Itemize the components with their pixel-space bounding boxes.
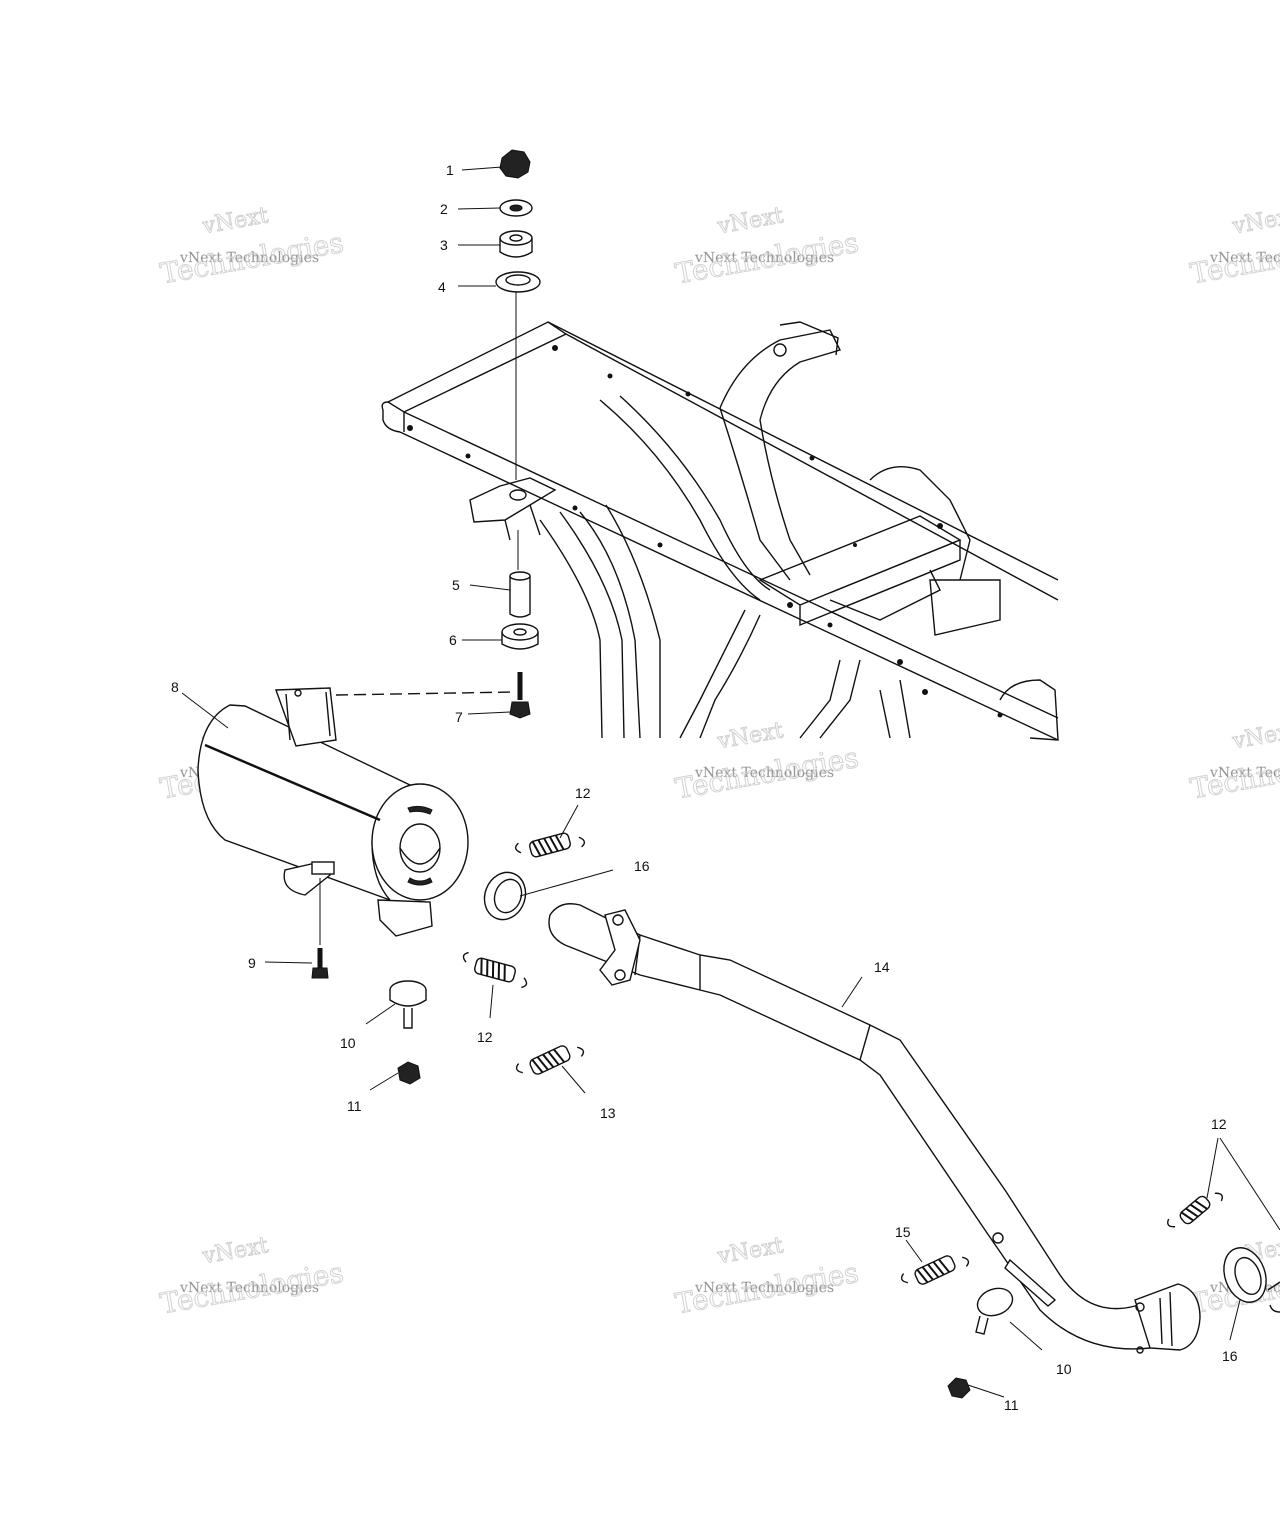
watermark-text: vNext Technologies [694, 250, 834, 266]
watermark-technologies: Technologies [673, 226, 861, 291]
gasket-part-16-right [1223, 1247, 1280, 1313]
watermark-technologies: Technologies [673, 1256, 861, 1321]
watermark-vnext: vNext [200, 1233, 270, 1269]
callout-3: 3 [440, 237, 448, 253]
watermark-text: vNext Technologies [1209, 250, 1280, 266]
callout-11-left: 11 [347, 1098, 362, 1114]
watermark-technologies: Technologies [158, 226, 346, 291]
callout-9: 9 [248, 955, 256, 971]
watermark-technologies: Technologies [673, 741, 861, 806]
callout-8: 8 [171, 679, 179, 695]
watermark-vnext: vNext [715, 203, 785, 239]
callout-13: 13 [600, 1105, 616, 1121]
grommet-part-4 [495, 271, 541, 293]
watermark-text: vNext Technologies [179, 1280, 319, 1296]
watermark-vnext: vNext [715, 1233, 785, 1269]
gasket-part-16-left [483, 871, 527, 921]
watermark-text: vNext Technologies [1209, 765, 1280, 781]
mounting-path-dashed [335, 691, 516, 696]
watermark-technologies: Technologies [158, 1256, 346, 1321]
leader-lines [181, 166, 1280, 1398]
spring-part-12-right [1167, 1192, 1223, 1228]
callout-4: 4 [438, 279, 446, 295]
spacer-part-5 [509, 571, 531, 618]
grommet-part-6 [501, 623, 539, 650]
watermark-tile-8: vNext vNext Technologies Technologies [672, 1233, 861, 1321]
callout-7: 7 [455, 709, 463, 725]
spring-part-15 [900, 1255, 970, 1285]
watermark-vnext: vNext [200, 203, 270, 239]
spring-part-12-middle [462, 951, 528, 989]
vehicle-frame [381, 321, 1059, 741]
callout-5: 5 [452, 577, 460, 593]
hardware-stack [495, 149, 541, 719]
muffler-part-8 [197, 687, 469, 945]
watermark-tile-3: vNext vNext Technologies Technologies [1187, 203, 1280, 291]
watermark-tile-1: vNext vNext Technologies Technologies [157, 203, 346, 291]
watermark-tile-6: vNext vNext Technologies Technologies [1187, 718, 1280, 806]
nut-part-11-left [397, 1061, 421, 1085]
rubber-mount-part-10-right [975, 1287, 1014, 1335]
watermark-tile-2: vNext vNext Technologies Technologies [672, 203, 861, 291]
bolt-part-7 [509, 672, 531, 719]
callout-10-left: 10 [340, 1035, 356, 1051]
watermark-text: vNext Technologies [179, 250, 319, 266]
callout-1: 1 [446, 162, 454, 178]
washer-part-2 [499, 199, 533, 217]
callout-12-right: 12 [1211, 1116, 1227, 1132]
callout-14: 14 [874, 959, 890, 975]
callout-15: 15 [895, 1224, 911, 1240]
callout-12-middle: 12 [477, 1029, 493, 1045]
watermark-vnext: vNext [1230, 203, 1280, 239]
callout-labels: 1 2 3 4 5 6 7 8 9 10 11 12 12 13 16 14 1… [171, 162, 1238, 1413]
bushing-part-3 [499, 230, 533, 258]
watermark-tile-7: vNext vNext Technologies Technologies [157, 1233, 346, 1321]
spring-part-12-top [514, 832, 586, 858]
callout-2: 2 [440, 201, 448, 217]
callout-10-right: 10 [1056, 1361, 1072, 1377]
nut-part-1 [499, 149, 531, 179]
callout-12-top: 12 [575, 785, 591, 801]
watermark-text: vNext Technologies [694, 1280, 834, 1296]
bolt-part-9 [311, 948, 329, 979]
header-pipe-part-14 [548, 903, 1201, 1354]
rubber-mount-part-10-left [389, 980, 427, 1029]
watermark-vnext: vNext [1230, 718, 1280, 754]
watermark-text: vNext Technologies [694, 765, 834, 781]
nut-part-11-right [947, 1377, 971, 1399]
callout-16-right: 16 [1222, 1348, 1238, 1364]
callout-11-right: 11 [1004, 1397, 1019, 1413]
callout-6: 6 [449, 632, 457, 648]
spring-part-13 [515, 1045, 585, 1075]
callout-16-left: 16 [634, 858, 650, 874]
watermark-vnext: vNext [715, 718, 785, 754]
